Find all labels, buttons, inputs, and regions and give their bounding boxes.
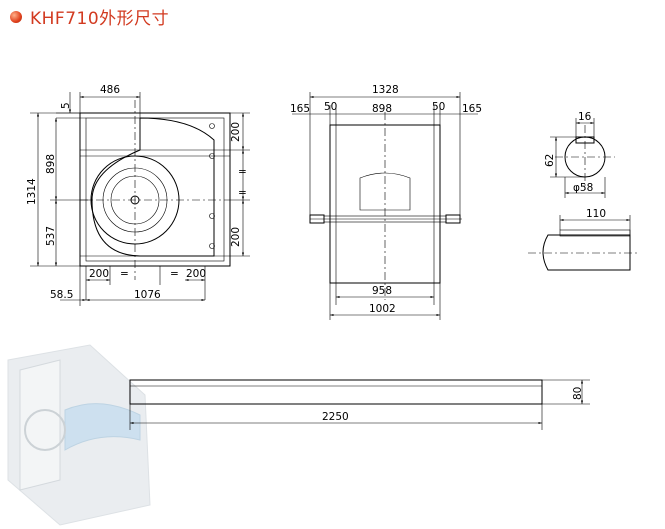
dim-right-bottom: 200 [230, 227, 242, 247]
front-frame-inner [85, 117, 225, 262]
dim-bottom-equal-1: = [120, 268, 129, 280]
front-frame-outer [79, 112, 231, 267]
shaft-end-body [542, 234, 631, 271]
dim-shaft-diameter: φ58 [573, 182, 593, 194]
title-text: KHF710外形尺寸 [30, 9, 170, 29]
dim-top-gap: 5 [60, 102, 72, 109]
dim-side-base: 1002 [369, 303, 396, 315]
side-inlet [359, 172, 411, 211]
dim-bottom-right: 200 [186, 268, 206, 280]
dim-side-inner: 898 [372, 103, 392, 115]
dim-bottom-left: 200 [89, 268, 109, 280]
dim-shaft-end-length: 110 [586, 208, 606, 220]
dim-rail-length: 2250 [322, 411, 349, 423]
dim-shaft-height: 62 [544, 154, 556, 167]
dim-side-overall: 1328 [372, 84, 399, 96]
dim-upper-height: 898 [45, 154, 57, 174]
product-photo [7, 344, 151, 526]
front-hole-1 [209, 123, 215, 129]
dim-side-wheel: 958 [372, 285, 392, 297]
dim-right-top: 200 [230, 122, 242, 142]
dim-side-right-gap: 50 [432, 101, 445, 113]
front-hole-3 [209, 213, 215, 219]
dim-lower-height: 537 [45, 226, 57, 246]
shaft-section: 16 62 φ58 [544, 111, 615, 198]
rail-view: 80 2250 [129, 379, 590, 430]
rail-body [129, 379, 543, 405]
side-shaft-left-end [309, 214, 325, 224]
dim-right-equal-1: = [238, 166, 247, 178]
dim-side-left-ext: 165 [290, 103, 310, 115]
dim-side-right-ext: 165 [462, 103, 482, 115]
page-title: KHF710外形尺寸 [10, 4, 169, 29]
dim-right-equal-2: = [238, 187, 247, 199]
dim-base-width: 1076 [134, 289, 161, 301]
dim-rail-height: 80 [572, 387, 584, 400]
dim-key-width: 16 [578, 111, 592, 123]
front-scroll-housing [91, 117, 215, 257]
dim-top-width: 486 [100, 84, 120, 96]
side-shaft-right-end [445, 214, 461, 224]
dim-side-left-gap: 50 [324, 101, 337, 113]
shaft-end: 110 [528, 208, 640, 271]
dim-bottom-equal-2: = [170, 268, 179, 280]
side-view: 1328 165 50 898 50 165 958 1002 [290, 84, 482, 320]
front-view: 486 5 1314 898 537 200 = = 200 [26, 84, 250, 306]
bullet-icon [10, 10, 22, 23]
front-hole-2 [209, 153, 215, 159]
front-hole-4 [209, 243, 215, 249]
dim-overall-height: 1314 [26, 178, 38, 205]
dim-base-offset: 58.5 [50, 289, 73, 301]
